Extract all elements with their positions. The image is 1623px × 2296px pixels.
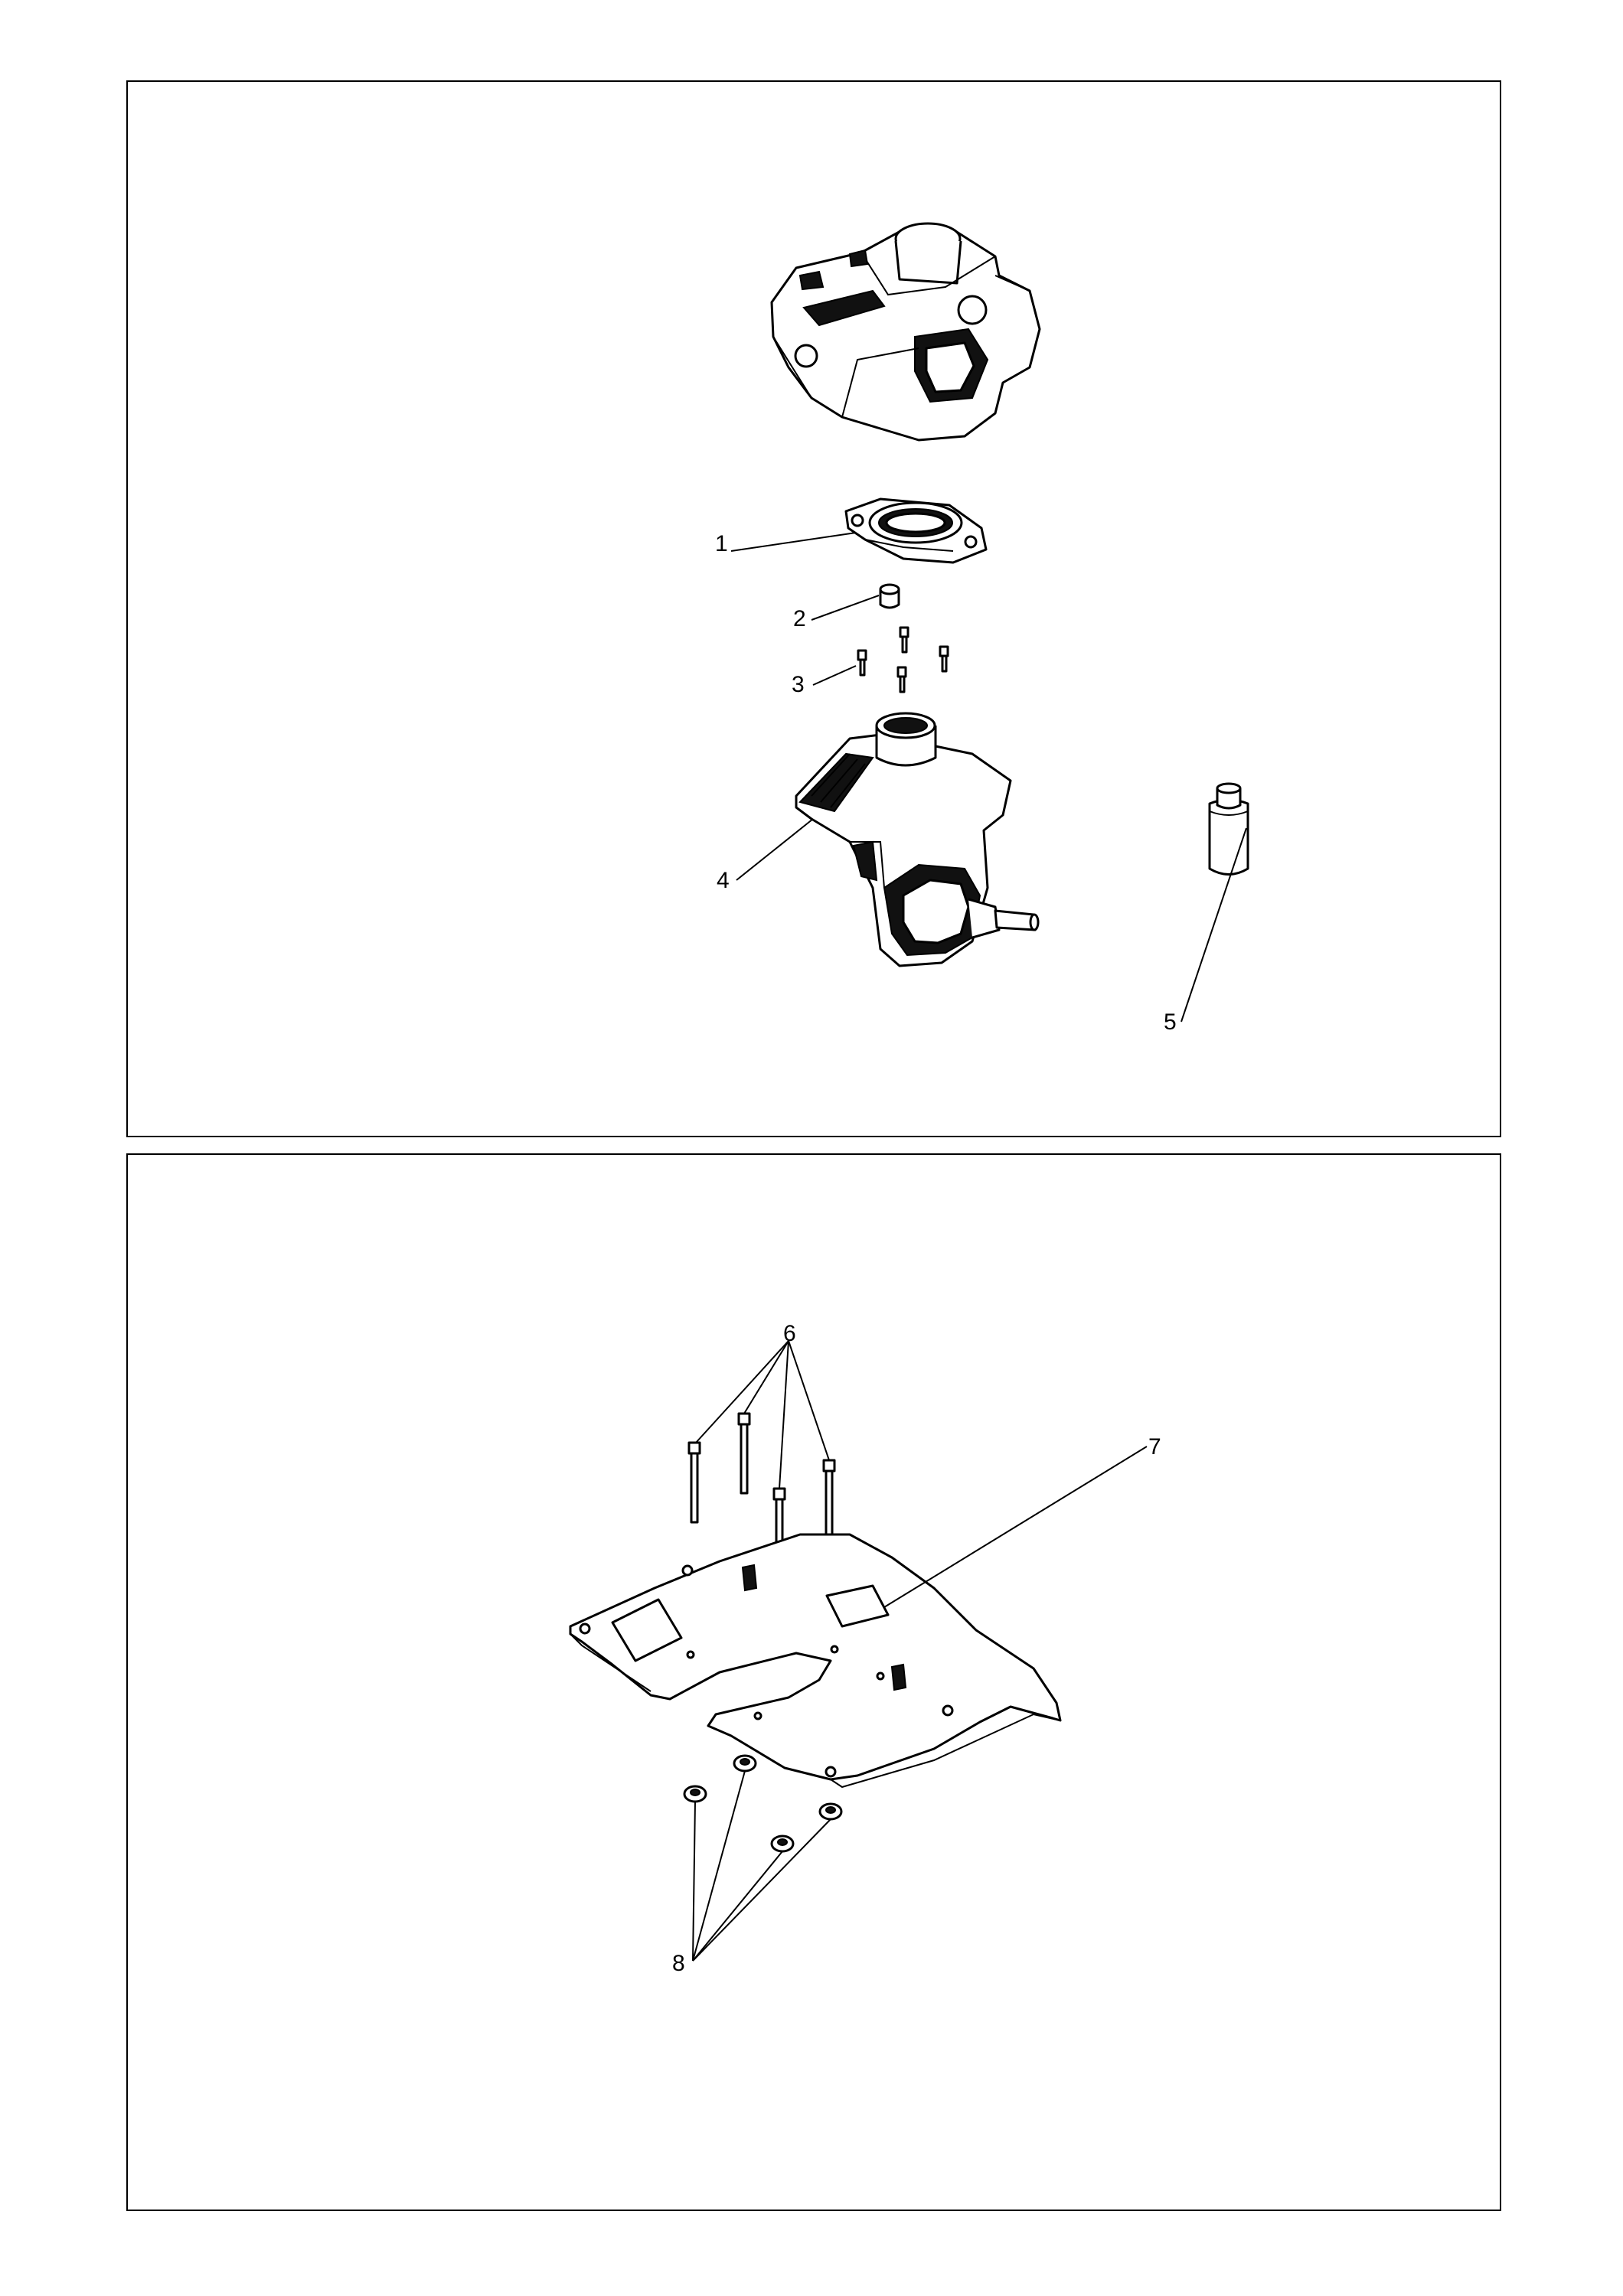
screw [899, 626, 909, 654]
bolt-set [687, 1412, 836, 1570]
leader-1 [730, 532, 857, 552]
grease-bottle [1208, 782, 1249, 876]
nut-set [683, 1754, 843, 1853]
bottom-panel-frame [126, 1153, 1501, 2211]
callout-4: 4 [717, 868, 730, 893]
base-plate [569, 1533, 1062, 1789]
leader-5 [1181, 827, 1247, 1022]
flange-nut [770, 1835, 795, 1853]
long-bolt [687, 1441, 701, 1524]
bushing [879, 583, 900, 609]
gear-housing [795, 712, 1040, 967]
leader-8 [692, 1770, 831, 1962]
top-panel-frame [126, 80, 1501, 1137]
gasket-ring [844, 497, 988, 564]
leader-6 [695, 1340, 830, 1489]
engine-unit [770, 222, 1041, 442]
long-bolt [822, 1459, 836, 1541]
leader-3 [812, 665, 857, 686]
callout-8: 8 [672, 1951, 685, 1976]
leader-4 [736, 818, 814, 881]
long-bolt [737, 1412, 751, 1495]
callout-7: 7 [1148, 1434, 1161, 1459]
screw [896, 666, 907, 693]
flange-nut [683, 1785, 707, 1803]
callout-3: 3 [792, 672, 805, 697]
screw [857, 649, 867, 677]
leader-2 [811, 595, 880, 621]
leader-7 [883, 1446, 1148, 1608]
callout-6: 6 [783, 1321, 796, 1346]
flange-nut [818, 1802, 843, 1821]
callout-5: 5 [1164, 1009, 1177, 1035]
callout-1: 1 [715, 531, 728, 556]
flange-nut [733, 1754, 757, 1773]
callout-2: 2 [793, 606, 806, 631]
screw [939, 645, 949, 673]
screw-set [857, 626, 949, 693]
